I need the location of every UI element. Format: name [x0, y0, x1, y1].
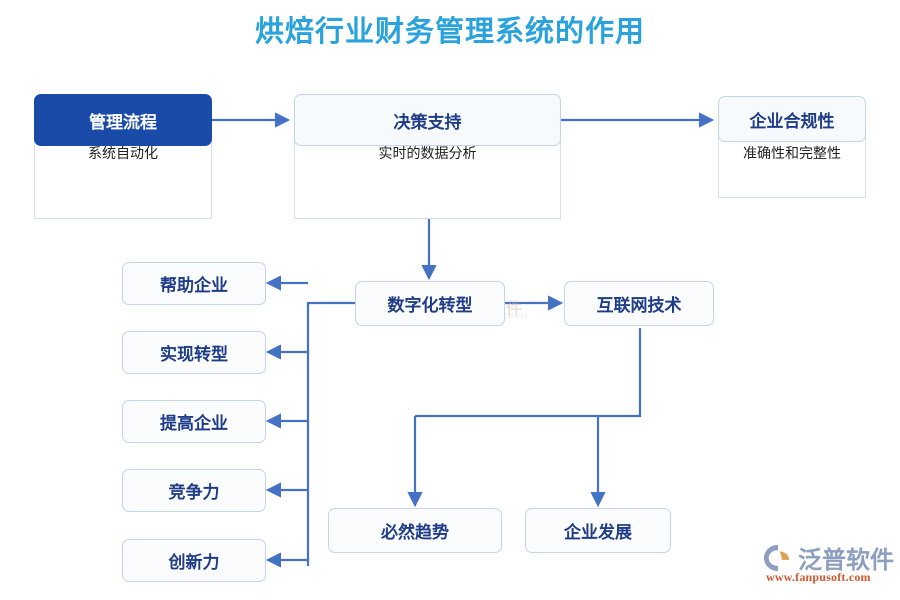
card-header-label-management-process: 管理流程 [89, 112, 157, 133]
page-title: 烘焙行业财务管理系统的作用 [254, 14, 645, 48]
brand-logo-icon [764, 544, 790, 572]
brand-logo: 泛普软件 www.fanpusoft.com [762, 540, 894, 588]
node-label-achieve-transformation: 实现转型 [160, 345, 228, 365]
node-label-enterprise-development: 企业发展 [564, 523, 632, 543]
node-label-innovation: 创新力 [168, 553, 220, 573]
card-header-label-decision-support: 决策支持 [393, 112, 462, 133]
node-competitiveness[interactable]: 竞争力 [122, 469, 266, 512]
node-label-inevitable-trend: 必然趋势 [381, 523, 449, 543]
brand-url: www.fanpusoft.com [766, 570, 871, 584]
card-body-label-enterprise-compliance: 准确性和完整性 [743, 146, 841, 162]
node-label-internet-technology: 互联网技术 [596, 296, 682, 316]
edge-internet-bottom-bus [415, 328, 642, 418]
brand-name: 泛普软件 [798, 546, 894, 574]
card-header-management-process[interactable]: 管理流程 [34, 94, 212, 146]
node-digital-transformation[interactable]: 数字化转型 [355, 281, 505, 326]
node-inevitable-trend[interactable]: 必然趋势 [328, 508, 502, 553]
node-enterprise-development[interactable]: 企业发展 [525, 508, 671, 553]
node-achieve-transformation[interactable]: 实现转型 [122, 331, 266, 374]
card-header-enterprise-compliance[interactable]: 企业合规性 [718, 96, 866, 142]
node-internet-technology[interactable]: 互联网技术 [564, 281, 714, 326]
node-help-enterprise[interactable]: 帮助企业 [122, 262, 266, 305]
node-innovation[interactable]: 创新力 [122, 539, 266, 582]
card-body-label-decision-support: 实时的数据分析 [378, 146, 477, 162]
node-label-help-enterprise: 帮助企业 [160, 276, 228, 296]
card-header-label-enterprise-compliance: 企业合规性 [749, 111, 835, 132]
card-body-label-management-process: 系统自动化 [88, 146, 158, 162]
node-label-competitiveness: 竞争力 [168, 483, 220, 503]
node-label-digital-transformation: 数字化转型 [387, 296, 473, 316]
card-header-decision-support[interactable]: 决策支持 [294, 94, 561, 146]
node-improve-enterprise[interactable]: 提高企业 [122, 400, 266, 443]
node-label-improve-enterprise: 提高企业 [160, 414, 228, 434]
